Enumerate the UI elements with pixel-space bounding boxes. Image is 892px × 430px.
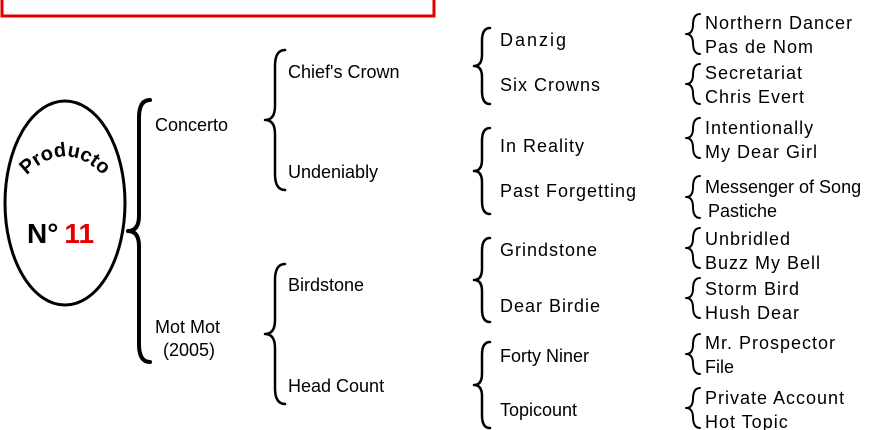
brace-dear-birdie (685, 277, 701, 319)
gggp-unbridled: Unbridled (705, 229, 792, 249)
dam-mot-mot: Mot Mot (155, 317, 221, 337)
ggp-grindstone: Grindstone (500, 240, 599, 260)
gggp-chris-evert: Chris Evert (705, 87, 806, 107)
gggp-pas-de-nom: Pas de Nom (705, 37, 815, 57)
gggp-storm-bird: Storm Bird (705, 279, 801, 299)
gggp-messenger-of-song: Messenger of Song (705, 177, 862, 197)
brace-mot-mot (263, 262, 287, 406)
gggp-pastiche: Pastiche (708, 201, 778, 221)
gggp-private-account: Private Account (705, 388, 846, 408)
brace-six-crowns (685, 63, 701, 105)
gggp-hush-dear: Hush Dear (705, 303, 801, 323)
gggp-my-dear-girl: My Dear Girl (705, 142, 819, 162)
red-frame (0, 0, 436, 18)
brace-danzig (685, 13, 701, 55)
brace-root (126, 98, 152, 364)
ggp-dear-birdie: Dear Birdie (500, 296, 602, 316)
brace-in-reality (685, 117, 701, 159)
gggp-buzz-my-bell: Buzz My Bell (705, 253, 822, 273)
brace-concerto (263, 48, 287, 192)
brace-past-forgetting (685, 175, 701, 219)
gggp-hot-topic: Hot Topic (705, 412, 789, 430)
dam-year: (2005) (163, 340, 216, 360)
grandparent-undeniably: Undeniably (288, 162, 379, 182)
grandparent-birdstone: Birdstone (288, 275, 365, 295)
badge-number-value: 11 (64, 218, 95, 249)
brace-forty-niner (685, 333, 701, 375)
badge-oval (3, 99, 127, 307)
grandparent-head-count: Head Count (288, 376, 385, 396)
brace-chiefs-crown (472, 26, 492, 106)
gggp-file: File (705, 357, 735, 377)
ggp-past-forgetting: Past Forgetting (500, 181, 638, 201)
brace-topicount (685, 387, 701, 429)
gggp-intentionally: Intentionally (705, 118, 815, 138)
brace-grindstone (685, 227, 701, 269)
sire-concerto: Concerto (155, 115, 229, 135)
ggp-in-reality: In Reality (500, 136, 586, 156)
gggp-secretariat: Secretariat (705, 63, 804, 83)
ggp-danzig: Danzig (500, 30, 569, 50)
ggp-topicount: Topicount (500, 400, 578, 420)
gggp-northern-dancer: Northern Dancer (705, 13, 854, 33)
gggp-mr-prospector: Mr. Prospector (705, 333, 837, 353)
brace-birdstone (472, 236, 492, 324)
ggp-six-crowns: Six Crowns (500, 75, 602, 95)
brace-head-count (472, 340, 492, 430)
badge-number: N°11 (27, 218, 94, 250)
brace-undeniably (472, 126, 492, 216)
grandparent-chiefs-crown: Chief's Crown (288, 62, 400, 82)
ggp-forty-niner: Forty Niner (500, 346, 590, 366)
badge-number-prefix: N° (27, 218, 59, 249)
